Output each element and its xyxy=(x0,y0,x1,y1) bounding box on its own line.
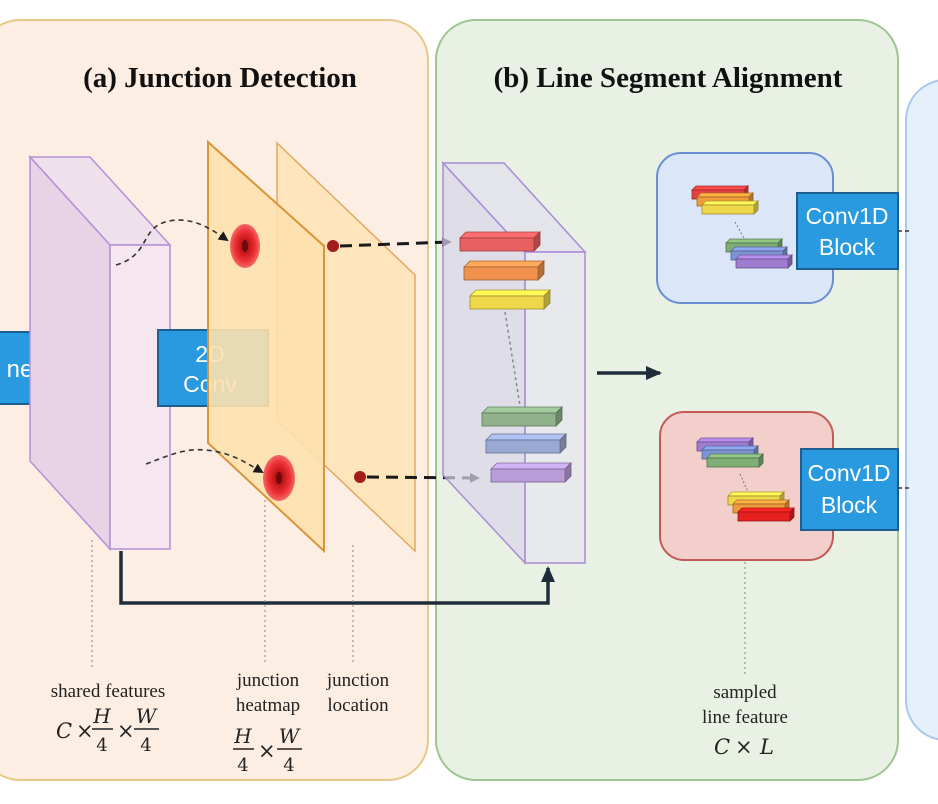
dim-four-1: 4 xyxy=(96,735,107,756)
panel-b-title: (b) Line Segment Alignment xyxy=(494,62,843,94)
hm-dim-four-1: 4 xyxy=(237,755,248,776)
junction-heatmap-blob-bottom xyxy=(263,455,295,501)
hm-dim-W: W xyxy=(279,724,301,748)
feature-bar-yellow xyxy=(469,289,551,310)
junction-heatmap-label-line2: heatmap xyxy=(236,695,300,716)
panel-a-title: (a) Junction Detection xyxy=(83,62,357,94)
conv1d-block-top xyxy=(796,192,899,270)
sampled-line-label-line2: line feature xyxy=(702,707,788,728)
stack-connector-dotted xyxy=(504,311,521,407)
dim-H: H xyxy=(92,704,111,728)
top-branch-mini-stacks xyxy=(691,185,793,269)
sampled-line-dims: C × L xyxy=(714,735,774,759)
conv1d-bottom-label-line1: Conv1D xyxy=(807,460,890,486)
junction-location-label-line1: junction xyxy=(326,670,390,691)
hm-dim-four-2: 4 xyxy=(283,755,294,776)
mini-bar-green-b xyxy=(706,453,764,468)
junction-location-dot-bottom xyxy=(354,471,366,483)
skip-connection-arrow xyxy=(119,551,555,605)
conv1d-block-bottom xyxy=(800,448,899,531)
shared-features-label: shared features xyxy=(51,681,165,702)
mini-connector-bottom xyxy=(739,473,749,493)
conv1d-top-label-line1: Conv1D xyxy=(805,203,888,229)
feature-bar-orange xyxy=(463,260,545,281)
hm-dim-H: H xyxy=(233,724,252,748)
junction-heatmap-label-line1: junction xyxy=(236,670,300,691)
dim-times-2: × xyxy=(117,719,135,743)
junction-heatmap-blob-top xyxy=(230,224,260,268)
conv1d-bottom-label-line2: Block xyxy=(821,492,878,518)
mini-connector-top xyxy=(734,221,746,241)
panel-c-background-fragment xyxy=(905,79,938,741)
bottom-branch-mini-stacks xyxy=(696,437,795,522)
junction-location-dot-top xyxy=(327,240,339,252)
sampled-feature-stack-top xyxy=(459,231,551,310)
mini-bar-purple xyxy=(735,254,793,269)
dim-times-1: × xyxy=(76,719,94,743)
feature-bar-purple xyxy=(490,462,572,483)
dim-four-2: 4 xyxy=(140,735,151,756)
shared-feature-map xyxy=(28,155,172,551)
sampled-feature-stack-bottom xyxy=(481,406,572,483)
sl-dim-times: × xyxy=(735,735,753,759)
mini-bar-red-b xyxy=(737,507,795,522)
backbone-label: ne xyxy=(7,356,34,383)
sl-dim-C: C xyxy=(714,735,730,759)
heatmap-dims: H 4 × W 4 xyxy=(233,724,302,776)
junction-location-label-line2: location xyxy=(327,695,389,716)
hm-dim-times: × xyxy=(258,739,276,763)
feature-bar-blue xyxy=(485,433,567,454)
dim-C: C xyxy=(56,719,72,743)
sampled-line-label-line1: sampled xyxy=(713,682,777,703)
mini-bar-yellow xyxy=(701,200,759,215)
shared-features-dims: C × H 4 × W 4 xyxy=(56,704,159,756)
sl-dim-L: L xyxy=(759,735,774,759)
feature-to-heatmap-arrow-top xyxy=(115,219,229,266)
feature-to-heatmap-arrow-bottom xyxy=(145,448,264,474)
feature-bar-green xyxy=(481,406,563,427)
feature-bar-red xyxy=(459,231,541,252)
dim-W: W xyxy=(136,704,158,728)
conv1d-top-label-line2: Block xyxy=(819,234,876,260)
